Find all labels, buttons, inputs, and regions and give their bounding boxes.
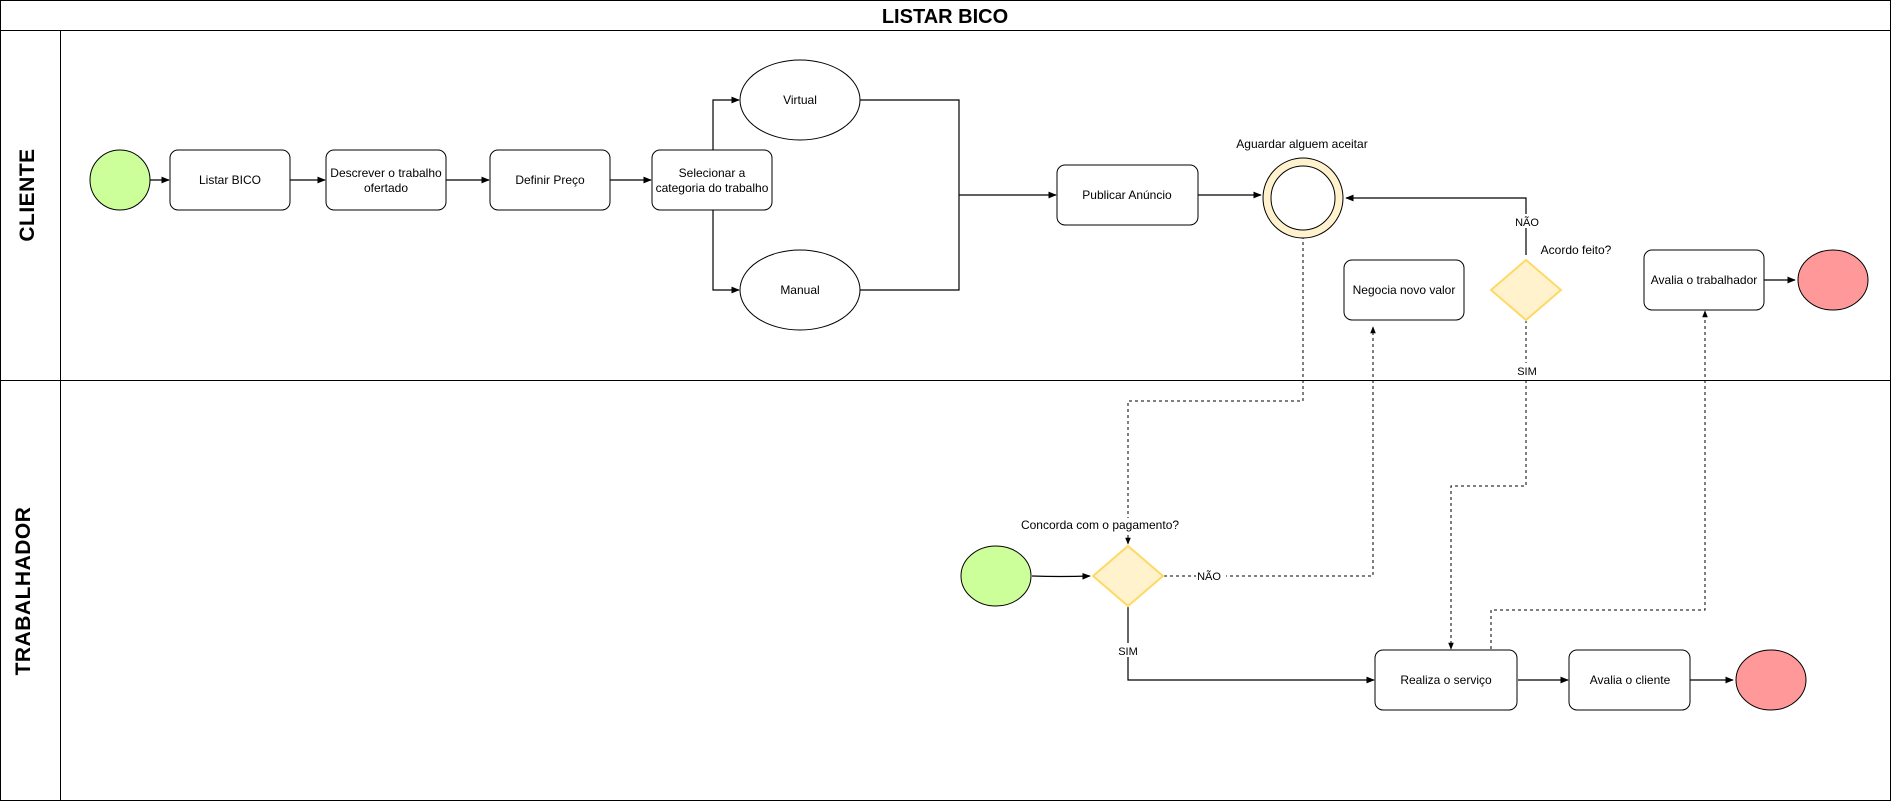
task-avalia-trabalhador[interactable]: Avalia o trabalhador xyxy=(1643,249,1765,311)
node-virtual[interactable]: Virtual xyxy=(739,59,861,141)
msg-concorda-nao-to-negocia xyxy=(1164,326,1376,577)
gateway-acordo-feito xyxy=(1489,258,1563,322)
edge-label-sim-concorda: SIM xyxy=(1118,646,1138,658)
edge-label-nao-concorda: NÃO xyxy=(1197,570,1221,583)
end-event-cliente xyxy=(1797,249,1869,311)
task-label: Listar BICO xyxy=(199,173,261,187)
task-label: Publicar Anúncio xyxy=(1082,188,1172,202)
intermediate-event-aguardar xyxy=(1262,157,1344,239)
task-label: Avalia o cliente xyxy=(1590,673,1671,687)
edge-manual-to-join xyxy=(860,195,960,291)
task-negocia-novo-valor[interactable]: Negocia novo valor xyxy=(1343,259,1465,321)
client-flow-edges xyxy=(150,96,1796,294)
task-label: Realiza o serviço xyxy=(1400,673,1492,687)
node-label: Virtual xyxy=(783,93,817,107)
label-aguardar: Aguardar alguem aceitar xyxy=(1236,137,1367,151)
task-avalia-cliente[interactable]: Avalia o cliente xyxy=(1568,649,1691,711)
task-realiza-servico[interactable]: Realiza o serviço xyxy=(1374,649,1518,711)
task-label-line1: Descrever o trabalho xyxy=(330,166,442,180)
edge-acordo-nao-to-aguardar xyxy=(1345,194,1527,255)
edge-start-to-concorda xyxy=(1031,572,1091,580)
task-label-line2: ofertado xyxy=(364,181,408,195)
edge-concorda-sim-to-realiza xyxy=(1127,606,1375,684)
task-descrever-trabalho[interactable]: Descrever o trabalho ofertado xyxy=(325,149,447,211)
edge-label-nao-acordo: NÃO xyxy=(1515,216,1539,229)
node-label: Manual xyxy=(780,283,819,297)
task-label-line2: categoria do trabalho xyxy=(656,181,769,195)
lane-label-trabalhador: TRABALHADOR xyxy=(12,507,35,676)
edge-virtual-to-join xyxy=(860,99,960,195)
node-manual[interactable]: Manual xyxy=(739,249,861,331)
task-label: Definir Preço xyxy=(515,173,585,187)
msg-realiza-to-avalia-trabalhador xyxy=(1490,310,1708,649)
page-title: LISTAR BICO xyxy=(882,6,1008,28)
msg-aguardar-to-concorda xyxy=(1125,236,1304,545)
edge-labels: NÃO SIM NÃO SIM xyxy=(1114,214,1541,658)
task-definir-preco[interactable]: Definir Preço xyxy=(489,149,611,211)
edge-label-sim-acordo: SIM xyxy=(1517,366,1537,378)
gateway-concorda-pagamento xyxy=(1091,544,1165,608)
task-label-line1: Selecionar a xyxy=(679,166,746,180)
lane-label-cliente: CLIENTE xyxy=(16,148,39,241)
message-flows xyxy=(1125,236,1708,650)
label-concorda-pagamento: Concorda com o pagamento? xyxy=(1021,518,1179,532)
task-label: Avalia o trabalhador xyxy=(1651,273,1758,287)
end-event-trabalhador xyxy=(1735,649,1807,711)
start-event-trabalhador xyxy=(960,545,1032,607)
client-nodes: Listar BICO Descrever o trabalho ofertad… xyxy=(89,59,1869,331)
start-event-cliente xyxy=(89,149,151,211)
task-listar-bico[interactable]: Listar BICO xyxy=(169,149,291,211)
worker-flow-edges xyxy=(1031,572,1734,684)
edge-selecionar-to-manual xyxy=(712,210,740,294)
task-selecionar-categoria[interactable]: Selecionar a categoria do trabalho xyxy=(651,149,773,211)
label-acordo-feito: Acordo feito? xyxy=(1541,243,1612,257)
worker-nodes: Concorda com o pagamento? Realiza o serv… xyxy=(960,518,1807,711)
edge-selecionar-to-virtual xyxy=(712,96,740,150)
task-label: Negocia novo valor xyxy=(1353,283,1456,297)
task-publicar-anuncio[interactable]: Publicar Anúncio xyxy=(1056,164,1199,226)
